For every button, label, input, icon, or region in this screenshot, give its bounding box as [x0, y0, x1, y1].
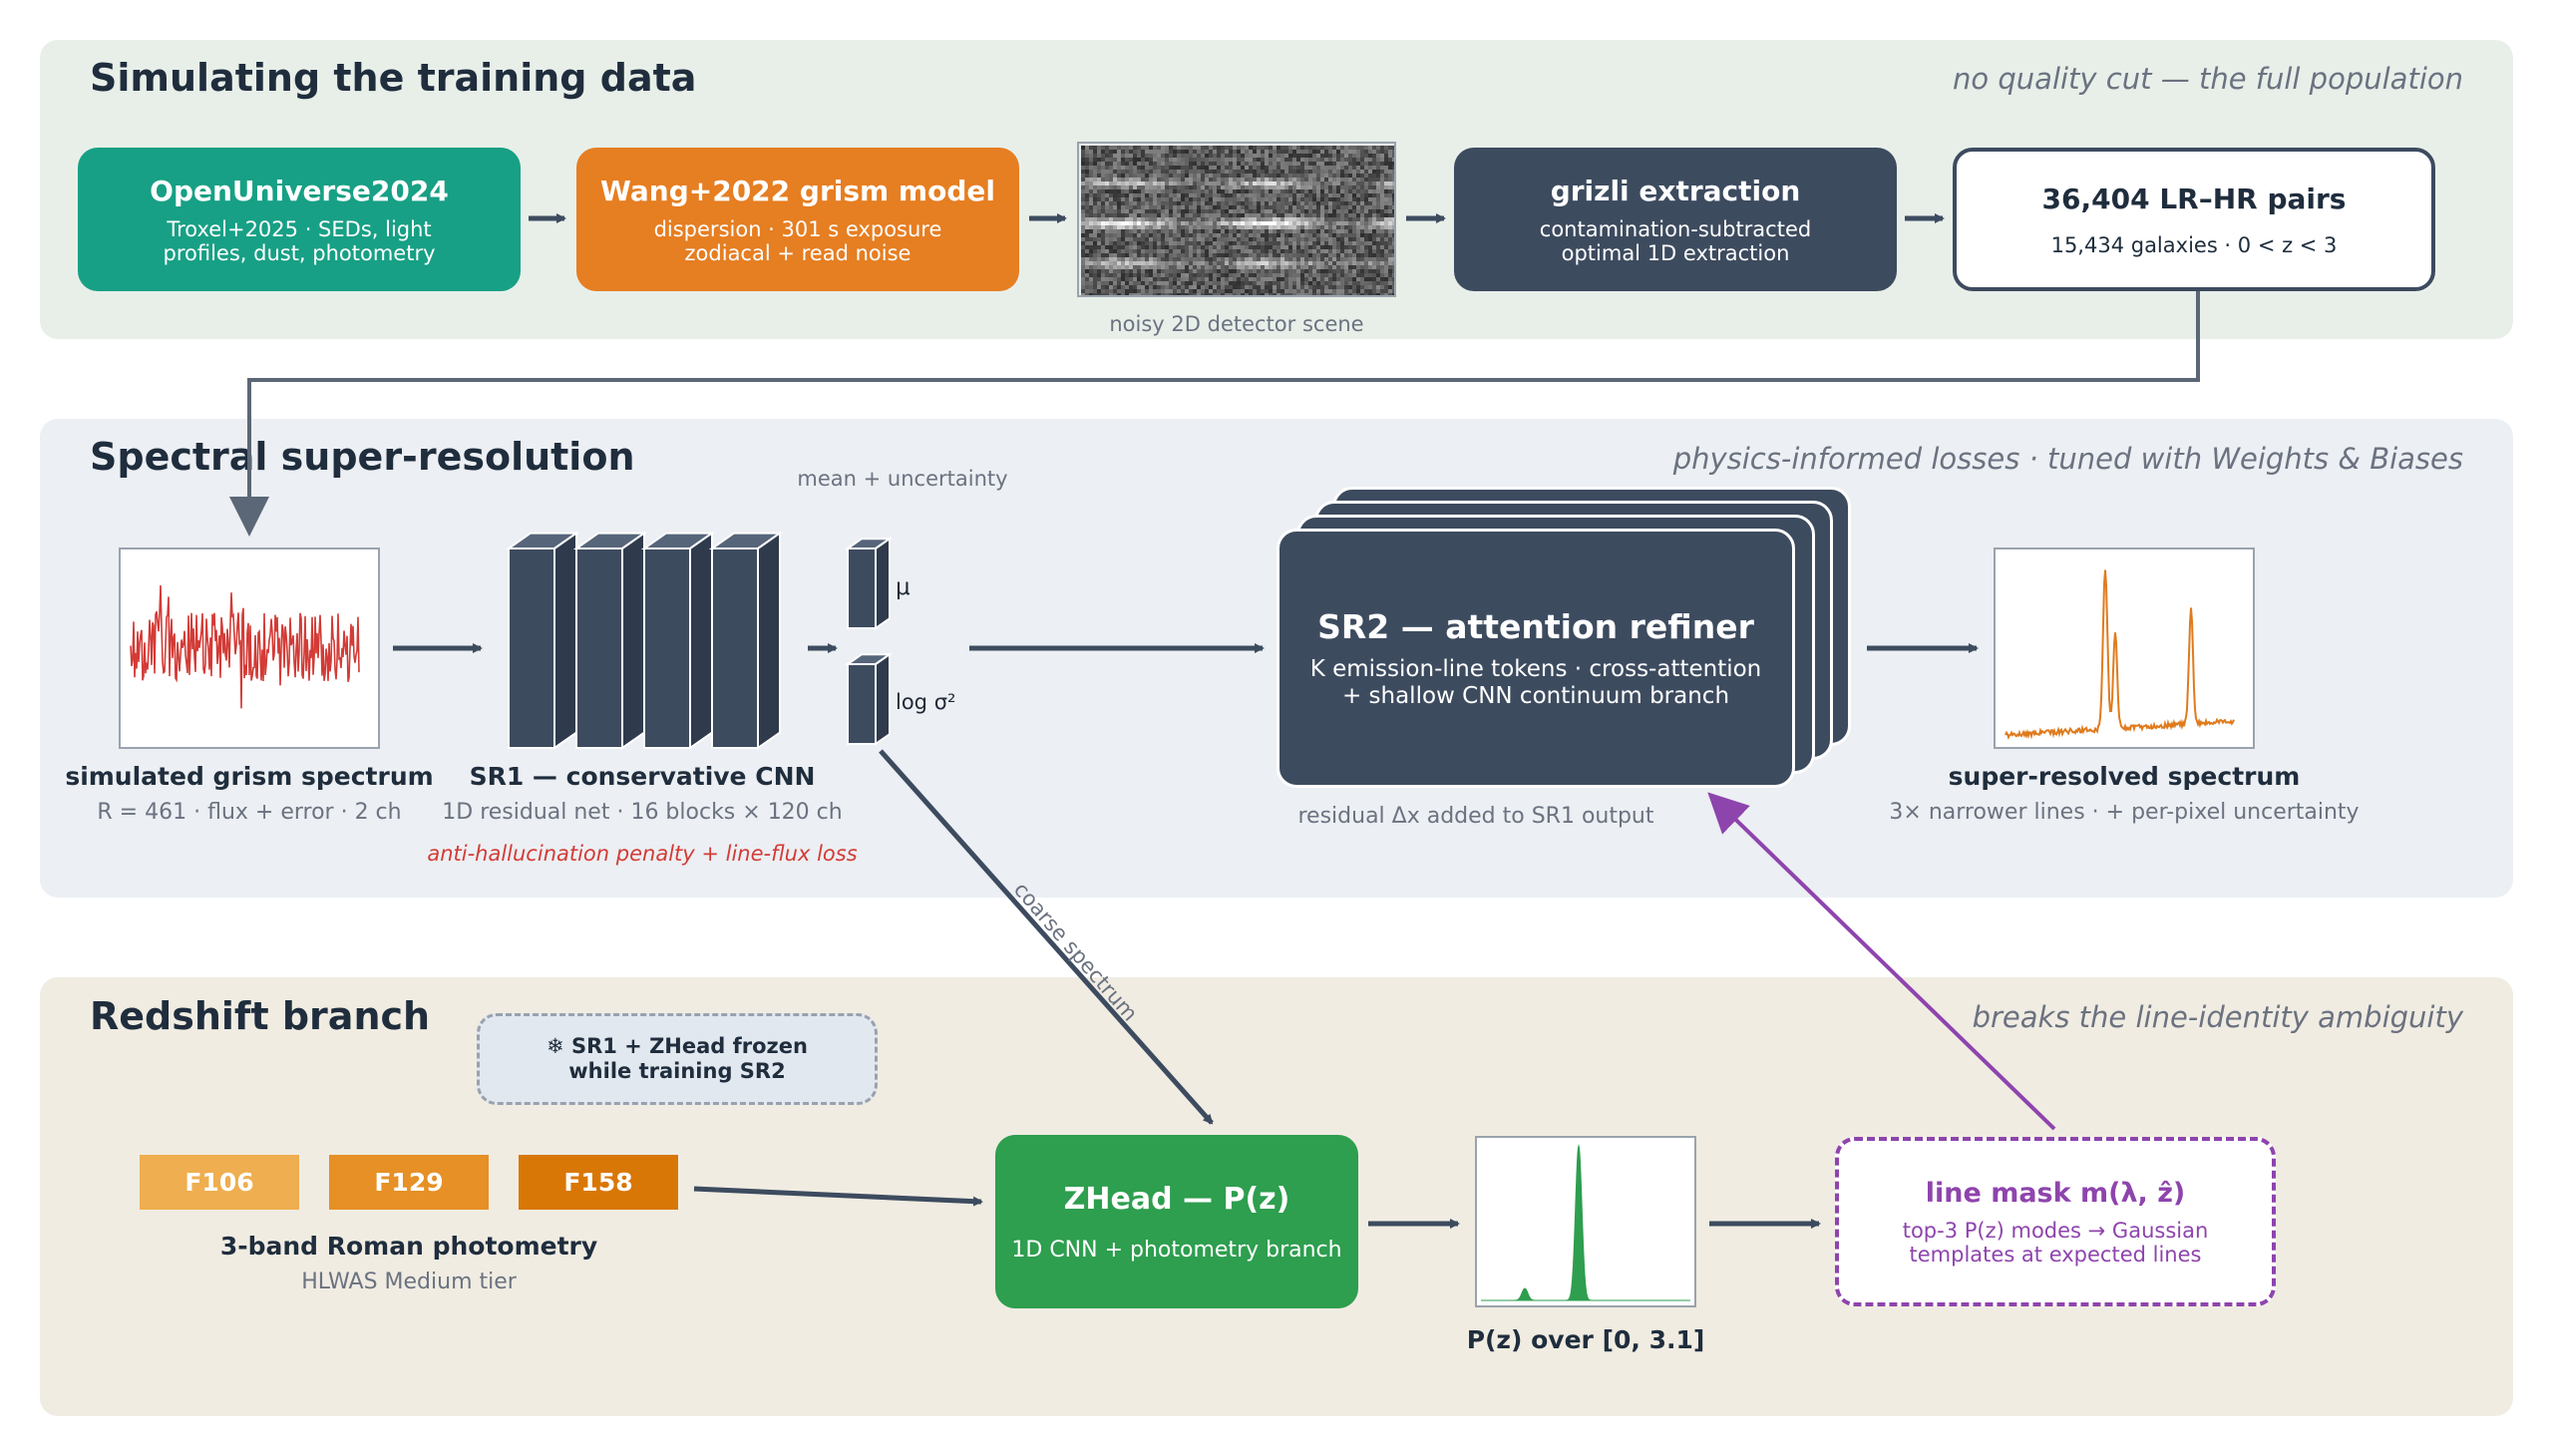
grizli-box: grizli extraction contamination-subtract… — [1454, 148, 1897, 291]
band-f106: F106 — [140, 1155, 299, 1210]
arrow-photometry-to-zhead — [693, 1186, 983, 1207]
pz-caption: P(z) over [0, 3.1] — [1466, 1325, 1705, 1354]
line-mask-title: line mask m(λ, ẑ) — [1925, 1177, 2186, 1209]
input-spectrum-line — [130, 584, 360, 709]
sr1-block-3 — [640, 531, 716, 750]
pairs-sub: 15,434 galaxies · 0 < z < 3 — [2050, 232, 2338, 257]
sr1-block-1 — [505, 531, 580, 750]
mean-uncertainty-label: mean + uncertainty — [797, 467, 1008, 491]
sr2-attention-refiner: SR2 — attention refiner K emission-line … — [1276, 529, 1795, 788]
mu-label: μ — [896, 574, 911, 600]
line-mask-box: line mask m(λ, ẑ) top-3 P(z) modes → Gau… — [1835, 1137, 2276, 1306]
panel-note-simulation: no quality cut — the full population — [1953, 62, 2463, 96]
sr2-title: SR2 — attention refiner — [1317, 606, 1754, 646]
zhead-title: ZHead — P(z) — [1063, 1181, 1290, 1217]
output-spectrum-title: super-resolved spectrum — [1948, 762, 2301, 791]
openuniverse-title: OpenUniverse2024 — [150, 174, 449, 207]
sr1-block-2 — [572, 531, 648, 750]
sr1-title: SR1 — conservative CNN — [469, 762, 816, 791]
panel-title-super-resolution: Spectral super-resolution — [90, 435, 635, 479]
openuniverse-box: OpenUniverse2024 Troxel+2025 · SEDs, lig… — [78, 148, 521, 291]
detector-scene-caption: noisy 2D detector scene — [1109, 312, 1364, 336]
zhead-sub: 1D CNN + photometry branch — [1011, 1237, 1342, 1263]
band-f129: F129 — [329, 1155, 489, 1210]
mu-head — [844, 537, 894, 630]
arrow-pairs-to-input — [229, 291, 2200, 537]
logsigma-label: log σ² — [896, 690, 956, 714]
grizli-title: grizli extraction — [1550, 174, 1801, 207]
arrow-coarse-spectrum — [879, 749, 1214, 1125]
input-spectrum-sub: R = 461 · flux + error · 2 ch — [97, 800, 402, 825]
panel-note-redshift: breaks the line-identity ambiguity — [1972, 1000, 2463, 1034]
sr1-block-4 — [708, 531, 784, 750]
sr1-sub: 1D residual net · 16 blocks × 120 ch — [442, 800, 843, 825]
output-spectrum-line — [2005, 569, 2235, 740]
input-spectrum-title: simulated grism spectrum — [65, 762, 434, 791]
sr2-caption: residual Δx added to SR1 output — [1297, 804, 1654, 829]
detector-scene-image — [1077, 142, 1396, 297]
input-spectrum-plot — [119, 547, 380, 749]
wang-grism-title: Wang+2022 grism model — [600, 174, 995, 207]
logsigma-head — [844, 652, 894, 746]
band-f158: F158 — [519, 1155, 678, 1210]
pz-plot — [1475, 1136, 1696, 1307]
sr1-loss-note: anti-hallucination penalty + line-flux l… — [427, 842, 858, 866]
plot-frame — [1475, 1136, 1696, 1307]
pairs-title: 36,404 LR–HR pairs — [2041, 182, 2347, 215]
photometry-title: 3-band Roman photometry — [219, 1232, 598, 1261]
arrow-mask-to-sr2 — [1707, 792, 2056, 1131]
wang-grism-box: Wang+2022 grism model dispersion · 301 s… — [576, 148, 1019, 291]
output-spectrum-sub: 3× narrower lines · + per-pixel uncertai… — [1889, 800, 2360, 825]
plot-frame — [1994, 547, 2255, 749]
zhead-box: ZHead — P(z) 1D CNN + photometry branch — [995, 1135, 1358, 1308]
pz-density — [1481, 1144, 1690, 1301]
photometry-sub: HLWAS Medium tier — [301, 1270, 517, 1294]
panel-title-redshift: Redshift branch — [90, 994, 431, 1038]
output-spectrum-plot — [1994, 547, 2255, 749]
pairs-box: 36,404 LR–HR pairs 15,434 galaxies · 0 <… — [1953, 148, 2435, 291]
panel-title-simulation: Simulating the training data — [90, 56, 697, 100]
panel-note-super-resolution: physics-informed losses · tuned with Wei… — [1672, 442, 2463, 476]
sr2-sub: K emission-line tokens · cross-attention… — [1309, 655, 1762, 709]
